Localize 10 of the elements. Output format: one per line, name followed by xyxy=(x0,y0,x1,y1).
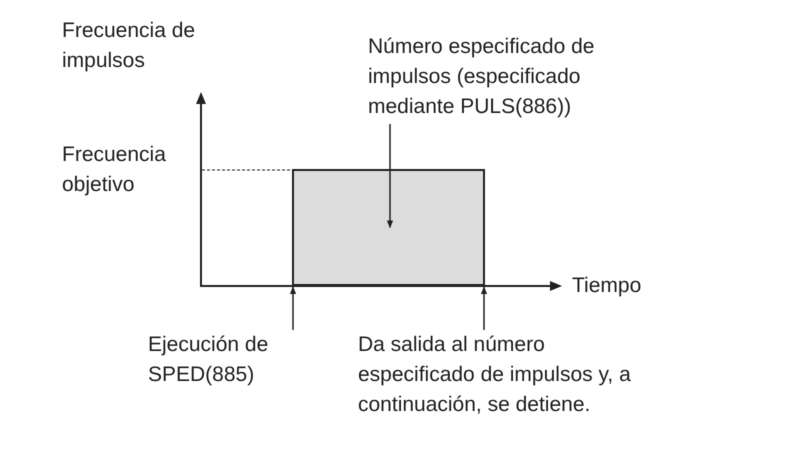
pulse-area-box xyxy=(292,169,485,286)
annotation-text: Da salida al número especificado de impulsos y, a continuación, se detiene. xyxy=(358,330,658,420)
axis-value-label: Frecuencia objetivo xyxy=(62,142,167,198)
axis-label: Tiempo xyxy=(572,273,642,299)
arrow xyxy=(386,124,394,228)
annotation-text: Número especificado de impulsos (especificado mediante PULS(886)) xyxy=(368,32,668,122)
axis-label: Frecuencia de impulsos xyxy=(62,18,196,74)
arrow xyxy=(480,286,488,330)
annotation-text: Ejecución de SPED(885) xyxy=(148,330,348,390)
arrow xyxy=(290,286,296,330)
